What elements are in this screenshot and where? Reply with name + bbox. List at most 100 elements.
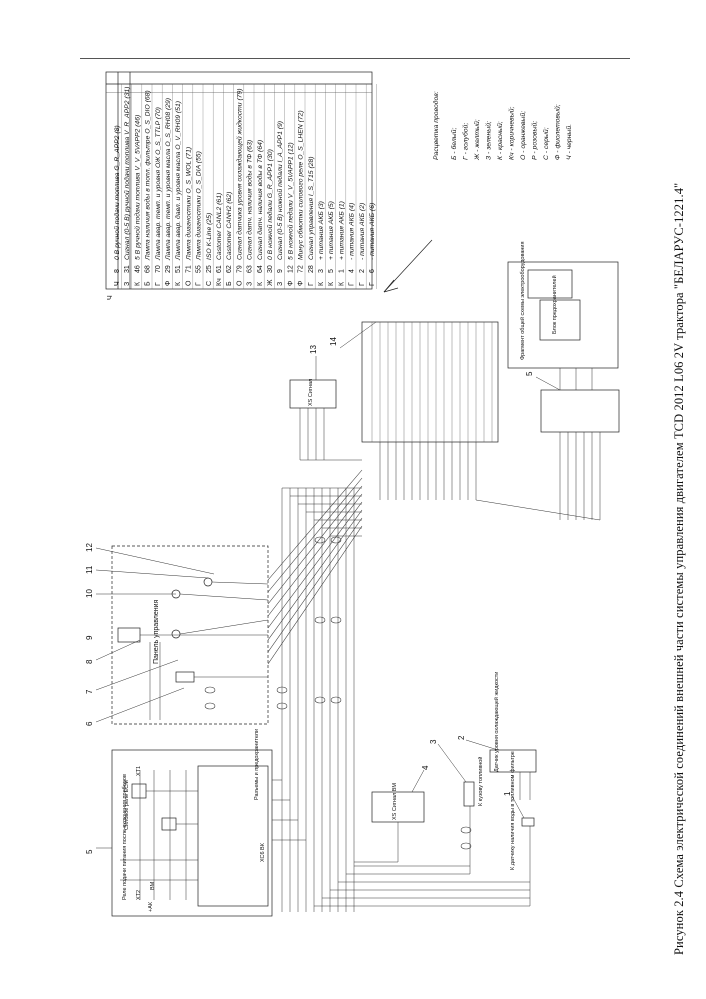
callout-4: 4 [421,765,430,770]
wire-row-description: + питания АКБ (3) [318,201,325,260]
wire-row-color: З [277,282,284,286]
ecu-fuse-label: Разъемы и предохранители [254,729,260,800]
wire-row-description: 0 В ножной педали G_R_APP1 (30) [266,149,274,260]
figure-caption: Рисунок 2.4 Схема электрической соединен… [672,182,686,955]
wire-row-number: 30 [267,265,274,273]
control-panel-label: Панель управления [153,599,160,664]
wire-row-number: 5 [328,269,335,273]
wire-row-number: 68 [145,265,152,273]
wire-row-color: Г [349,282,356,286]
wire-row-description: Сигнал датчика уровня охлаждающей жидкос… [235,88,243,260]
wire-row-color: Ф [165,281,172,286]
wire-row-color: К [328,281,335,286]
ground-scheme-frame [507,261,619,369]
wire-row-number: 72 [298,265,305,273]
ecu-x6-label: ХС6 ВК [260,842,266,862]
wire-row-color: Кч [216,278,223,286]
wire-row-description: Лампа диагностики O_S_WOL (71) [184,147,192,261]
callout-13: 13 [309,345,318,354]
wire-row-description: Лампа авар. давл. и уровня масла O_V_RH0… [174,101,182,261]
wire-row-description: + питания АКБ (5) [328,201,335,260]
legend-item: Б - белый; [450,128,458,160]
connector-4-frame [371,791,425,823]
wire-row-description: Castomer CANH2 (62) [226,192,233,260]
wire-row-number: 25 [206,265,213,273]
wire-row-number: 64 [257,265,264,273]
ecu-xt2-label: ХТ2 [136,890,142,900]
wire-table-frame [105,71,373,290]
sensor-2-label: Датчик уровня охлаждающей жидкости [493,672,500,772]
legend-item: К - красный; [496,121,504,160]
wire-row-description: Castomer CANL2 (61) [216,193,223,260]
legend-title: Расцветка проводов: [432,91,440,160]
callout-numbers: 6 7 8 10 11 12 9 5 13 14 5 4 3 2 1 [85,337,534,854]
wire-row-description: Сигнал датч. наличия воды в ТФ (64) [256,140,264,260]
callout-8: 8 [85,659,94,664]
wire-row-description: Минус обмотки силового реле O_S_LHEN (72… [297,110,305,260]
wire-row-number: 62 [226,265,233,273]
ecu-vm-label: ВМ [150,881,156,890]
ecu-xt1-label: ХТ1 [136,766,142,776]
wire-row-color: Ч [114,281,121,286]
wire-row-number: 6 [369,269,376,273]
wire-row-color: К [175,281,182,286]
wire-row-number: 63 [247,265,254,273]
wire-row-color: О [185,280,192,286]
wire-row-number: 79 [236,265,243,273]
wire-row-color: Г [196,282,203,286]
connector-13-frame [289,379,337,409]
ecu-batt-label: +АК [148,901,154,912]
wire-row-color: Ф [298,281,305,286]
callout-5-left: 5 [85,849,94,854]
legend-item: Р - розовый; [531,121,539,160]
wire-row-description: - питания АКБ (2) [359,203,366,260]
wire-row-color: О [236,280,243,286]
wire-row-description: - питания АКБ (6) [369,203,376,260]
wire-row-color: Ф [287,281,294,286]
callout-6: 6 [85,721,94,726]
wire-row-number: 1 [338,269,345,273]
wire-row-color: Г [359,282,366,286]
callout-7: 7 [85,689,94,694]
wire-row-description: ISO K-Line (25) [206,213,213,260]
wire-row-description: 5 В ручной подачи топлива V_V_5VAPP2 (46… [133,115,141,260]
wire-row-number: 61 [216,265,223,273]
wire-row-number: 70 [155,265,162,273]
legend-item: О - оранжевый; [519,111,527,160]
callout-12: 12 [85,543,94,552]
header-rule [80,58,630,59]
wire-row-number: 28 [308,265,315,273]
connector-13-label: XS Сигнал [308,379,314,406]
wire-row-description: Лампа диагностики O_S_DIA (55) [195,151,203,261]
wire-row-color: К [257,281,264,286]
wire-row-color: З [124,282,131,286]
wire-row-description: + питания АКБ (1) [338,201,345,260]
wire-row-color: Г [155,282,162,286]
wire-row-number: 31 [124,265,131,273]
legend-item: Кч - коричневый; [508,107,516,160]
callout-11: 11 [85,565,94,574]
wire-row-description: Сигнал датч. наличия воды в ТФ (63) [246,140,254,260]
wire-row-number: 3 [318,269,325,273]
wire-row-color: Ж [267,279,274,286]
wire-row-color: С [206,281,213,286]
wire-row-color: З [247,282,254,286]
callout-14: 14 [329,337,338,346]
fuse-block-label: Блок предохранителей [551,275,558,334]
callout-5-right: 5 [525,371,534,376]
callout-9: 9 [85,635,94,640]
wire-row-description: - питания АКБ (4) [349,203,356,260]
wire-row-number: 4 [349,269,356,273]
connector-4-label: XS Сигнал ВМ [392,783,398,820]
connector-5r-frame [540,389,620,433]
wire-row-description: Лампа наличия воды в топл. фильтре O_S_D… [144,90,152,261]
callout-10: 10 [85,589,94,598]
legend-item: Ж - желтый; [473,119,481,161]
legend-item: С - серый; [542,127,550,160]
wire-row-number: 55 [196,265,203,273]
wire-row-description: Сигнал (0-5 В) ручной подачи топлива V_R… [123,87,131,260]
callout-1: 1 [503,791,512,796]
wire-row-color: К [134,281,141,286]
